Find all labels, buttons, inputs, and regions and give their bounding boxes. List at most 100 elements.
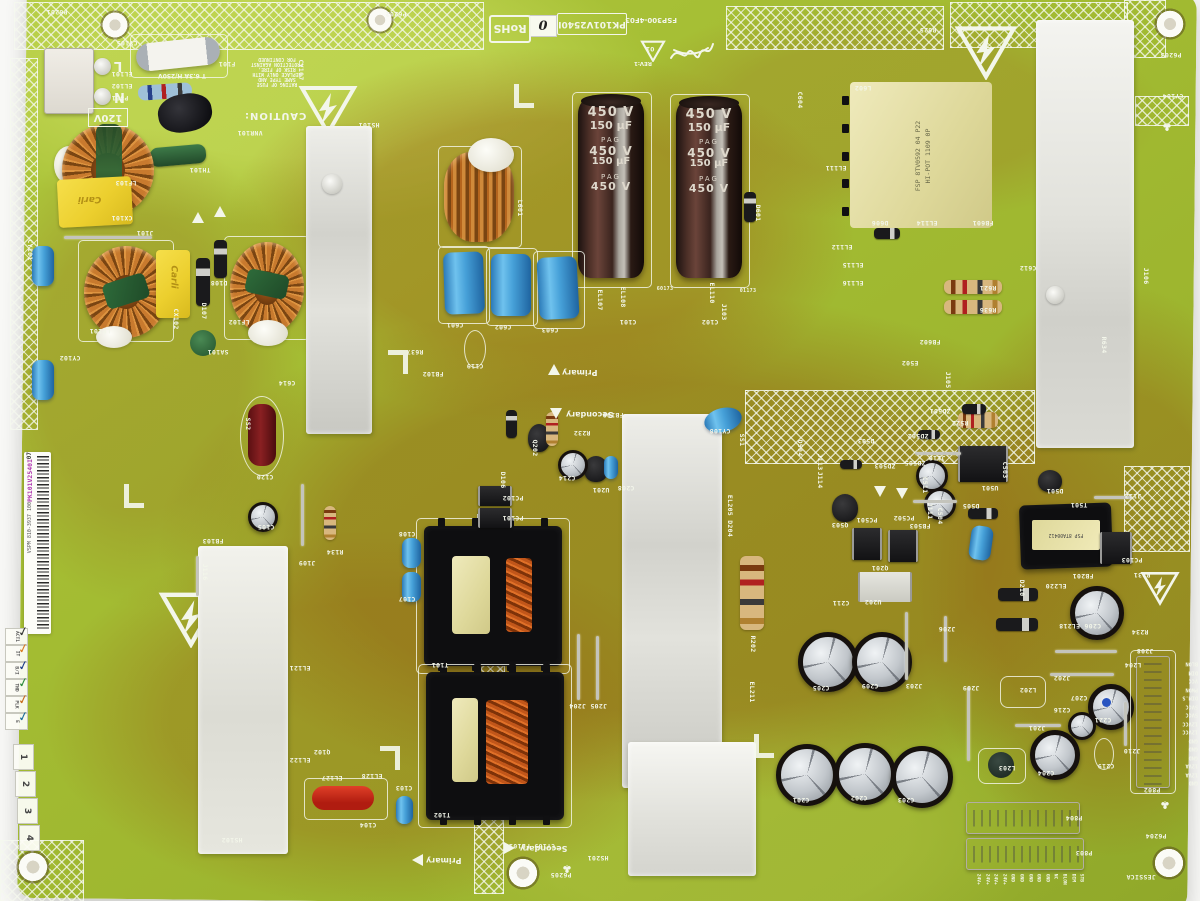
t102-winding [486, 700, 528, 784]
qc-number: 3 [22, 807, 33, 815]
p802-pin-label: GND [1188, 745, 1198, 752]
ref-label-fb602: FB602 [919, 338, 941, 346]
ref-label-j112: J112 [1124, 492, 1142, 500]
ref-label-cy107: CY107 [297, 59, 305, 81]
ref-label-c511: C511 [921, 476, 929, 494]
qc-number-box: 4 [19, 825, 40, 851]
ref-label-cy101: CY101 [26, 239, 34, 261]
resistor-r134 [324, 506, 336, 540]
line-marker: L [114, 58, 123, 73]
polarity-arrow-icon [214, 206, 226, 217]
ref-label-u501: U501 [981, 484, 999, 492]
heatsink-hs102 [198, 546, 288, 854]
ref-label-fb103: FB103 [202, 537, 224, 545]
ref-label-el112: EL112 [831, 243, 853, 251]
fuse-outline [130, 34, 228, 78]
silkscreen-hatch-slot3 [474, 812, 504, 894]
c219-outline [1094, 738, 1114, 770]
ref-label-c108: C108 [398, 530, 416, 538]
ref-label-d503: D503 [857, 437, 875, 445]
heatsink-center [622, 414, 722, 788]
ref-label-el107: EL107 [596, 289, 604, 311]
jumper-j116 [196, 556, 199, 596]
ref-label-c119: C119 [466, 362, 484, 370]
ref-label-d606: D606 [871, 219, 889, 227]
secondary-label: Secondary [520, 844, 568, 853]
ref-label-el108: EL108 [619, 286, 627, 308]
ref-label-jessica: JESSICA [1126, 873, 1156, 881]
screw-hole-p6201 [100, 10, 130, 40]
cap-print: 450 V 150 µF PAG 450 V 150 µF PAG 450 V [685, 107, 733, 195]
fiducial-l-mark [388, 350, 408, 374]
ref-label-c202: C202 [850, 794, 868, 802]
jumper-j203 [905, 612, 908, 680]
to220-outline-l202 [1000, 676, 1046, 708]
qc-check-box: PLK✓ [5, 692, 30, 713]
ref-label-j106: J106 [1142, 267, 1150, 285]
ref-label-fb102: FB102 [422, 370, 444, 378]
cap-c205 [798, 632, 858, 692]
ref-label-d504: D504 [796, 439, 804, 457]
ref-label-cy105: CY105 [116, 39, 138, 47]
ref-label-c107: C107 [398, 595, 416, 603]
fuse-rating-label: T 6.3A H/250V [158, 72, 206, 79]
polarity-arrow-icon [874, 486, 886, 497]
diode-d107 [196, 258, 210, 306]
ref-label-th101: TH101 [189, 166, 211, 174]
ref-label-zd501: ZD501 [929, 407, 951, 415]
qc-check-mark: ✓ [16, 658, 31, 675]
ref-label-c105: C105 [257, 523, 275, 531]
opto-pc102 [478, 508, 512, 528]
ref-label-f101: F101 [218, 60, 236, 68]
ground-club-icon: ♣ [562, 862, 572, 875]
ref-label-pc502: PC502 [893, 514, 915, 522]
cap-c602 [491, 254, 531, 316]
ref-label-hs101: HS101 [358, 121, 380, 129]
diode-zd502 [918, 430, 940, 439]
ref-label-el128: EL128 [361, 772, 383, 780]
caution-line: SAME TYPE AND [258, 76, 296, 81]
ref-label-c103: C103 [395, 784, 413, 792]
cap-c120 [248, 404, 276, 466]
connector-p804 [966, 802, 1080, 834]
ref-label-r232: R232 [573, 429, 591, 437]
barcode-bars [37, 456, 49, 630]
ref-label-j105: J105 [944, 371, 952, 389]
ref-label-j202: J202 [1053, 674, 1071, 682]
ref-label-ss1: SS1 [738, 433, 746, 447]
rev-label: REV:1 [634, 60, 653, 66]
ref-label-p803: P803 [1075, 849, 1093, 857]
silkscreen-hatch-top-mid [726, 6, 944, 50]
ref-label-c205: C205 [812, 684, 830, 692]
jumper-j110 [915, 452, 961, 455]
qc-number-box: 1 [13, 744, 34, 770]
qc-number: 1 [18, 753, 29, 761]
jumper-j208 [1055, 650, 1117, 653]
board-part-number: FSP300-4F03 [625, 16, 677, 24]
diode-zd501 [962, 404, 986, 414]
p801-pin-l [94, 58, 111, 75]
ref-label-lf103: LF103 [115, 179, 137, 187]
ref-label-fb601: FB601 [972, 219, 994, 227]
diode-zd503 [840, 460, 862, 469]
fiducial-l-mark [754, 734, 774, 758]
t102-pins [440, 816, 550, 825]
cap-cy102 [32, 360, 54, 400]
transformer-label-line: HI-POT 1109 0P [924, 128, 932, 184]
qc-check-mark: ✓ [16, 709, 31, 726]
ic-u202 [858, 572, 912, 602]
ref-label-pc102: PC102 [502, 494, 524, 502]
qc-check-box: ACT1✓ [5, 624, 30, 645]
rohs-mark: RoHS [489, 15, 531, 43]
qc-check-box: E✓ [5, 709, 30, 730]
secondary-label: Secondary [566, 410, 614, 419]
ref-label-q201: Q201 [871, 564, 889, 572]
heatsink-top-right [1036, 20, 1134, 448]
ref-label-e502: E502 [901, 359, 919, 367]
ref-label-p804: P804 [1065, 814, 1083, 822]
ref-label-r625: R625 [919, 26, 937, 34]
transistor-d501 [1038, 470, 1062, 492]
